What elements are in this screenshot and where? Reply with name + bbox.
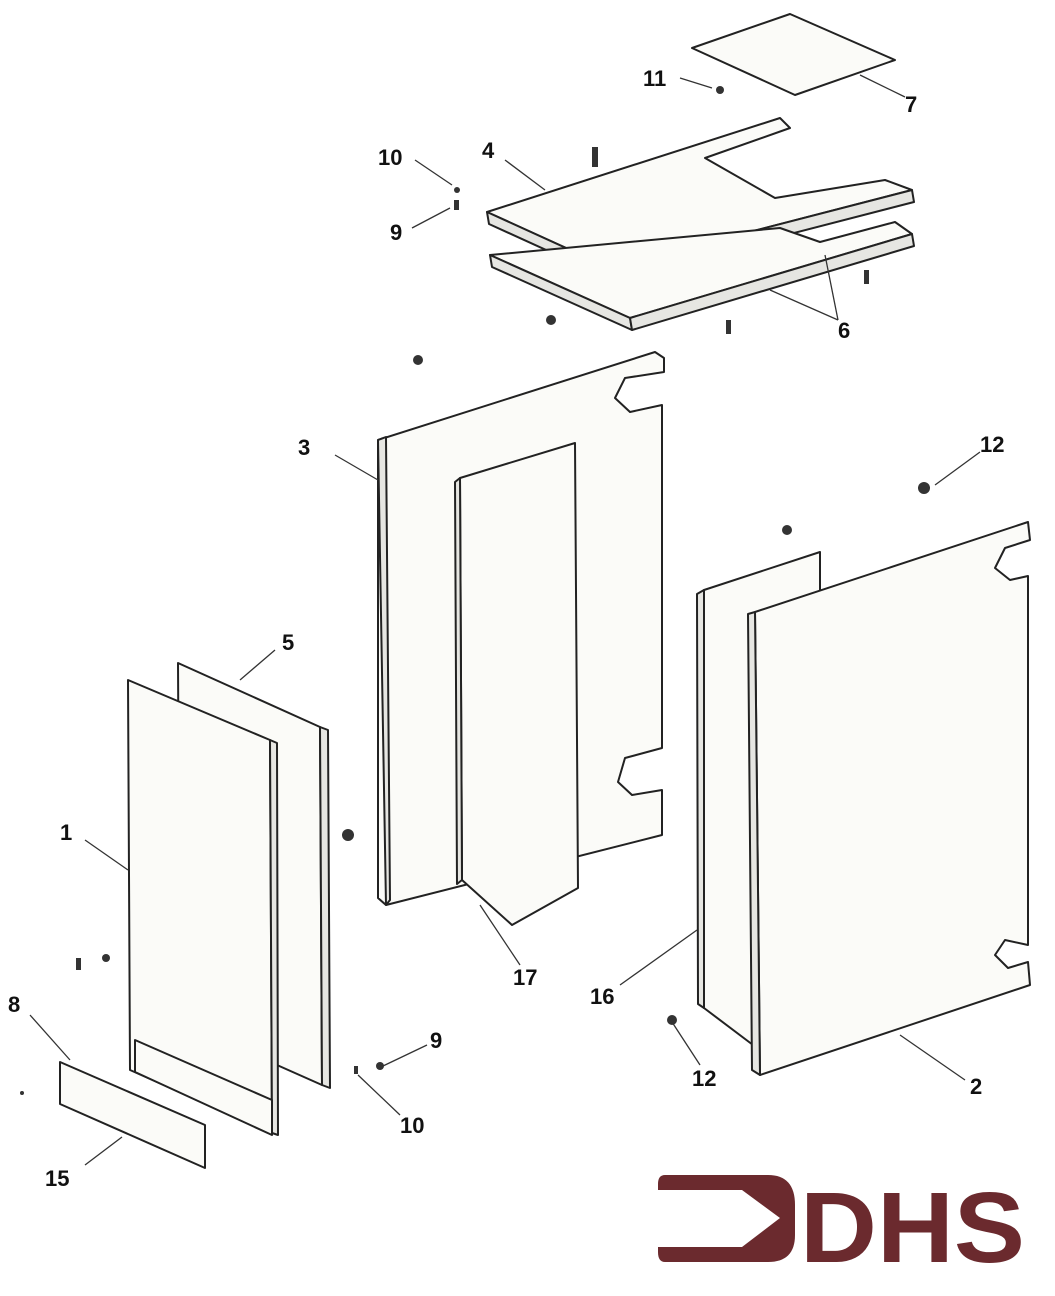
logo-text: DHS: [800, 1172, 1025, 1284]
part-6-lower-board: [489, 221, 915, 331]
label-part-1: 1: [60, 820, 72, 845]
label-part-7: 7: [905, 92, 917, 117]
label-part-10-bottom: 10: [400, 1113, 424, 1138]
part-7-top-plate: [691, 13, 896, 96]
label-part-3: 3: [298, 435, 310, 460]
label-part-12-bottom: 12: [692, 1066, 716, 1091]
label-part-17: 17: [513, 965, 537, 990]
label-part-15: 15: [45, 1166, 69, 1191]
label-part-10-top: 10: [378, 145, 402, 170]
dhs-logo: DHS: [658, 1172, 1025, 1284]
label-part-8: 8: [8, 992, 20, 1017]
label-part-9-top: 9: [390, 220, 402, 245]
part-1-door-panel: [127, 679, 279, 1136]
part-2-side-panel: [747, 521, 1031, 1076]
label-part-9-bottom: 9: [430, 1028, 442, 1053]
part-17-divider-panel: [454, 442, 579, 926]
hardware-fasteners: [20, 86, 930, 1095]
label-part-11: 11: [643, 66, 666, 91]
leader-lines: [29, 74, 981, 1166]
label-part-16: 16: [590, 984, 614, 1009]
label-part-6: 6: [838, 318, 850, 343]
label-part-5: 5: [282, 630, 294, 655]
label-part-2: 2: [970, 1074, 982, 1099]
label-part-4: 4: [482, 138, 495, 163]
part-15-kickplate: [59, 1061, 206, 1169]
arrow-logo-mark: [658, 1175, 795, 1262]
label-part-12-top: 12: [980, 432, 1004, 457]
